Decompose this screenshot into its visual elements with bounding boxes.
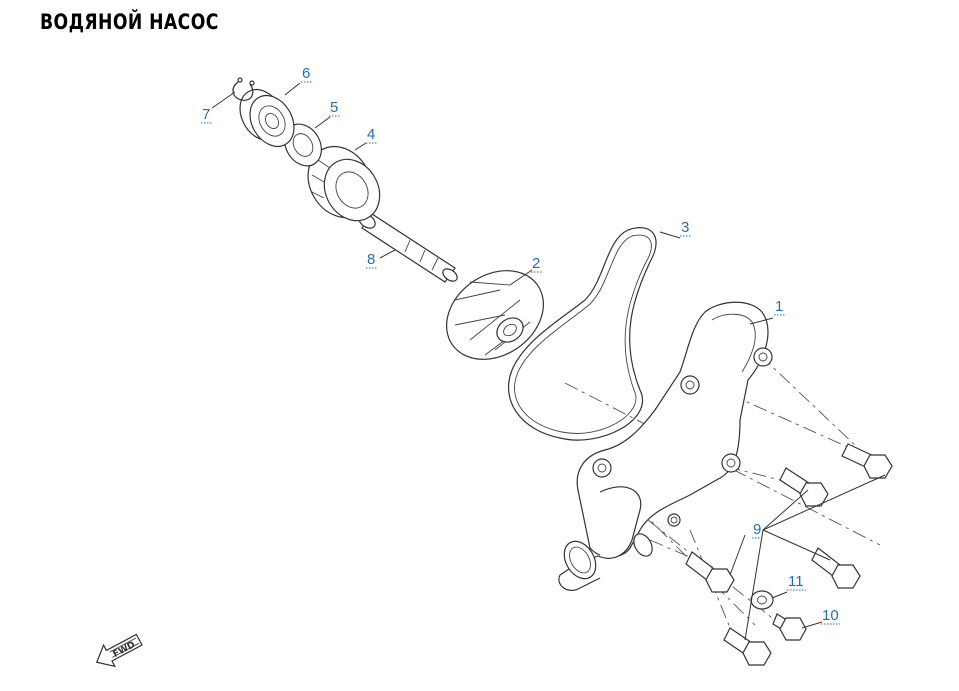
callout-3[interactable]: 3	[680, 219, 692, 237]
pump-cover	[558, 301, 773, 591]
diagram-title: ВОДЯНОЙ НАСОС	[40, 10, 219, 34]
bolt-9a	[841, 443, 893, 479]
callout-9[interactable]: 9	[752, 521, 764, 539]
callout-5[interactable]: 5	[329, 99, 341, 117]
svg-text:10: 10	[822, 607, 839, 624]
callouts: 1 2 3 4 5 6 7 8	[201, 65, 840, 625]
impeller	[446, 270, 544, 360]
callout-4[interactable]: 4	[366, 126, 378, 144]
svg-text:9: 9	[753, 521, 761, 538]
callout-7[interactable]: 7	[201, 106, 213, 124]
callout-10[interactable]: 10	[821, 607, 840, 625]
bearing	[239, 88, 295, 148]
bolts	[685, 443, 893, 666]
circlip	[232, 77, 255, 101]
svg-text:1: 1	[775, 298, 783, 315]
bolt-9e	[723, 627, 772, 666]
callout-8[interactable]: 8	[366, 251, 378, 269]
svg-text:4: 4	[367, 126, 375, 143]
bolt-10	[772, 613, 807, 641]
o-ring-gasket	[507, 227, 657, 441]
washer-11	[750, 590, 774, 610]
bolt-9d	[685, 551, 735, 593]
callout-1[interactable]: 1	[774, 298, 786, 316]
callout-6[interactable]: 6	[301, 65, 313, 83]
svg-text:11: 11	[788, 573, 804, 590]
bolt-9c	[811, 547, 861, 589]
svg-text:2: 2	[532, 255, 540, 272]
svg-text:6: 6	[302, 65, 310, 82]
callout-2[interactable]: 2	[531, 255, 543, 273]
pump-shaft	[358, 213, 458, 283]
svg-text:5: 5	[330, 99, 338, 116]
svg-text:8: 8	[367, 251, 375, 268]
mechanical-seal	[307, 146, 381, 222]
svg-text:3: 3	[681, 219, 689, 236]
fwd-arrow-icon: FWD	[95, 633, 143, 668]
bolt-9b	[779, 467, 829, 507]
svg-text:7: 7	[202, 106, 210, 123]
callout-11[interactable]: 11	[787, 573, 806, 591]
leader-lines	[211, 82, 886, 641]
